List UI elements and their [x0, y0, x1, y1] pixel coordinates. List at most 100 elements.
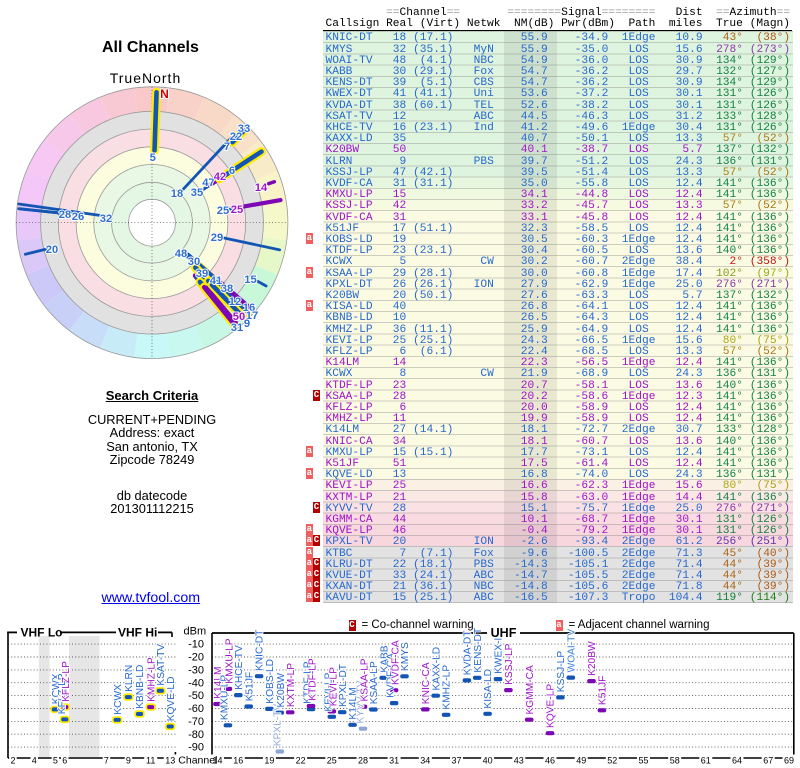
svg-text:KISA-LD: KISA-LD [483, 669, 494, 709]
svg-text:K14LM: K14LM [213, 667, 224, 699]
svg-text:7: 7 [104, 755, 109, 765]
svg-text:KSAA-LP: KSAA-LP [360, 658, 371, 701]
svg-text:58: 58 [670, 755, 680, 765]
svg-text:KXTM-LP: KXTM-LP [286, 663, 297, 707]
svg-text:38: 38 [221, 283, 233, 295]
svg-text:15: 15 [244, 274, 256, 286]
svg-text:67: 67 [763, 755, 773, 765]
svg-text:6: 6 [62, 755, 67, 765]
svg-text:46: 46 [545, 755, 555, 765]
svg-text:KMHZ-LP: KMHZ-LP [146, 657, 157, 702]
svg-text:KMHZ-LP: KMHZ-LP [442, 665, 453, 710]
svg-text:40: 40 [483, 755, 493, 765]
svg-text:VHF Hi: VHF Hi [118, 626, 157, 640]
svg-text:K51JF: K51JF [244, 672, 255, 701]
svg-text:-50: -50 [188, 690, 204, 702]
svg-text:KSSJ-LP: KSSJ-LP [556, 651, 567, 693]
svg-text:7: 7 [224, 141, 230, 153]
svg-text:47: 47 [202, 177, 214, 189]
svg-text:K51JF: K51JF [598, 676, 609, 705]
svg-text:9: 9 [244, 318, 250, 330]
svg-text:-70: -70 [188, 716, 204, 728]
svg-text:20: 20 [46, 244, 58, 256]
svg-text:KAXX-LD: KAXX-LD [431, 647, 442, 691]
svg-text:52: 52 [607, 755, 617, 765]
svg-text:KVDA-DT: KVDA-DT [463, 630, 474, 675]
svg-text:KLRN: KLRN [124, 665, 135, 692]
svg-text:-40: -40 [188, 677, 204, 689]
svg-text:N: N [160, 87, 169, 101]
svg-text:17: 17 [246, 310, 258, 322]
svg-text:-30: -30 [188, 665, 204, 677]
svg-text:KYVV-TV: KYVV-TV [356, 680, 367, 723]
svg-text:5: 5 [53, 755, 58, 765]
svg-text:31: 31 [231, 322, 243, 334]
svg-text:18: 18 [171, 188, 183, 200]
svg-text:KABB: KABB [379, 645, 390, 672]
svg-text:KNIC-CA: KNIC-CA [421, 662, 432, 704]
svg-text:43: 43 [514, 755, 524, 765]
svg-text:48: 48 [175, 248, 187, 260]
svg-text:-10: -10 [188, 639, 204, 651]
svg-text:KHCE-TV: KHCE-TV [234, 645, 245, 690]
svg-text:KMXU-LP: KMXU-LP [220, 675, 231, 720]
svg-text:KPXL-DT: KPXL-DT [338, 664, 349, 707]
svg-text:KTDF-LP: KTDF-LP [303, 661, 314, 704]
svg-text:KSSJ-LP: KSSJ-LP [504, 643, 515, 685]
svg-text:KEVI-LP: KEVI-LP [323, 672, 334, 711]
svg-text:K20BW: K20BW [276, 673, 287, 708]
svg-text:KEVI-LP: KEVI-LP [328, 667, 339, 706]
svg-text:22: 22 [230, 131, 242, 143]
svg-text:11: 11 [146, 755, 155, 765]
svg-text:14: 14 [212, 755, 222, 765]
svg-text:-60: -60 [188, 703, 204, 715]
svg-text:13: 13 [165, 755, 175, 765]
svg-text:KENS-DT: KENS-DT [473, 628, 484, 673]
svg-text:22: 22 [296, 755, 306, 765]
svg-text:Channel: Channel [178, 755, 217, 767]
svg-text:19: 19 [264, 755, 274, 765]
svg-text:14: 14 [255, 182, 268, 194]
svg-text:dBm: dBm [184, 626, 207, 638]
svg-text:KOBS-LD: KOBS-LD [265, 659, 276, 704]
svg-text:KPXL-TV: KPXL-TV [272, 704, 283, 747]
svg-text:12: 12 [229, 296, 241, 308]
svg-text:25: 25 [327, 755, 337, 765]
svg-text:55: 55 [638, 755, 648, 765]
svg-text:KSAT-TV: KSAT-TV [156, 644, 167, 686]
svg-text:69: 69 [784, 755, 794, 765]
svg-text:16: 16 [233, 755, 243, 765]
svg-text:KQVE-LP: KQVE-LP [546, 684, 557, 728]
svg-text:K20BW: K20BW [587, 641, 598, 676]
svg-text:31: 31 [389, 755, 399, 765]
svg-text:6: 6 [229, 165, 235, 177]
svg-text:WOAI-TV: WOAI-TV [566, 629, 577, 673]
svg-text:KVDF-CA: KVDF-CA [386, 653, 397, 698]
svg-text:KGMM-CA: KGMM-CA [525, 665, 536, 714]
svg-text:-80: -80 [188, 729, 204, 741]
svg-text:28: 28 [358, 755, 368, 765]
svg-text:49: 49 [576, 755, 586, 765]
svg-text:UHF: UHF [491, 626, 517, 640]
svg-text:25: 25 [231, 204, 243, 216]
svg-text:KTDF-LP: KTDF-LP [308, 658, 319, 701]
svg-text:32: 32 [100, 213, 112, 225]
svg-text:9: 9 [126, 755, 131, 765]
svg-text:KFLZ-LP: KFLZ-LP [61, 661, 72, 702]
svg-text:42: 42 [214, 171, 226, 183]
svg-text:61: 61 [701, 755, 711, 765]
svg-text:50: 50 [233, 311, 245, 323]
svg-text:16: 16 [243, 302, 255, 314]
svg-text:5: 5 [150, 152, 156, 164]
svg-text:KQVE-LD: KQVE-LD [166, 677, 177, 722]
svg-text:35: 35 [191, 187, 203, 199]
svg-text:28: 28 [59, 209, 71, 221]
svg-text:-20: -20 [188, 652, 204, 664]
svg-text:K14LM: K14LM [348, 687, 359, 719]
svg-text:VHF Lo: VHF Lo [21, 626, 63, 640]
svg-text:KCWX: KCWX [51, 673, 62, 704]
svg-text:KSAA-LP: KSAA-LP [369, 661, 380, 704]
svg-text:4: 4 [32, 755, 37, 765]
svg-text:KFLZ-LP: KFLZ-LP [57, 673, 68, 714]
svg-text:-90: -90 [188, 742, 204, 754]
